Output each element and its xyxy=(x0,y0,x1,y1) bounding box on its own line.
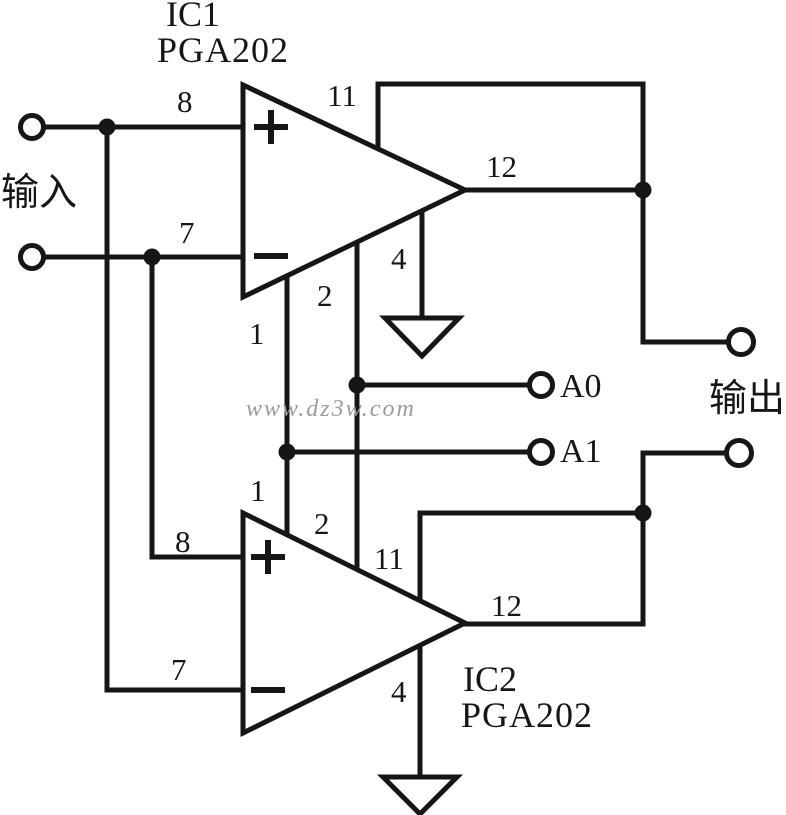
ic1-pin8-label: 8 xyxy=(177,84,193,119)
ic2-pin8-label: 8 xyxy=(175,524,191,559)
output2-terminal xyxy=(724,438,754,468)
ic1-pin7-label: 7 xyxy=(179,215,195,250)
wire-ic2-output xyxy=(462,450,728,627)
ic2-pin11-label: 11 xyxy=(374,541,404,576)
wire-input-plus-to-ic2-minus xyxy=(104,124,246,693)
junction-dot xyxy=(348,376,366,394)
junction-dot xyxy=(143,248,161,266)
wire-output1 xyxy=(640,187,730,345)
ic1-pin2-label: 2 xyxy=(317,278,333,313)
ic2-ground-icon xyxy=(376,774,464,815)
ic2-ref-label: IC2 xyxy=(463,659,517,699)
wire-ic2-feedback xyxy=(417,510,646,604)
a1-terminal xyxy=(527,438,555,466)
ic1-pin12-label: 12 xyxy=(486,149,517,184)
junction-dot xyxy=(634,504,652,522)
ic2-pin4-label: 4 xyxy=(391,674,407,709)
ic1-opamp-triangle xyxy=(240,81,471,301)
watermark: www.dz3w.com xyxy=(246,396,416,422)
ic2-opamp-triangle xyxy=(240,508,471,738)
wire-input-minus-to-ic2-plus xyxy=(149,254,246,560)
ic1-pin11-label: 11 xyxy=(327,78,357,113)
output1-terminal xyxy=(726,327,756,357)
junction-dot xyxy=(634,181,652,199)
ic2-pin12-label: 12 xyxy=(491,588,522,623)
a0-terminal xyxy=(527,371,555,399)
a0-label: A0 xyxy=(560,368,602,405)
input-plus-terminal xyxy=(18,113,46,141)
ic1-ref-label: IC1 xyxy=(166,0,220,34)
wire-ic1-feedback xyxy=(375,81,646,193)
a1-label: A1 xyxy=(560,433,602,470)
ic2-plus-icon xyxy=(251,540,285,574)
ic2-pin1-label: 1 xyxy=(250,473,266,508)
junction-dot xyxy=(98,118,116,136)
ic1-plus-icon xyxy=(254,110,288,144)
ic2-part-label: PGA202 xyxy=(461,695,593,735)
ic1-ground-icon xyxy=(379,315,465,360)
input-minus-terminal xyxy=(18,243,46,271)
ic1-pin1-label: 1 xyxy=(249,316,265,351)
ic1-part-label: PGA202 xyxy=(157,30,289,70)
output-label: 输出 xyxy=(709,378,785,420)
junction-dot xyxy=(278,443,296,461)
ic1-pin4-label: 4 xyxy=(391,241,407,276)
ic2-pin7-label: 7 xyxy=(171,652,187,687)
input-label: 输入 xyxy=(1,172,77,214)
ic2-pin2-label: 2 xyxy=(314,506,330,541)
